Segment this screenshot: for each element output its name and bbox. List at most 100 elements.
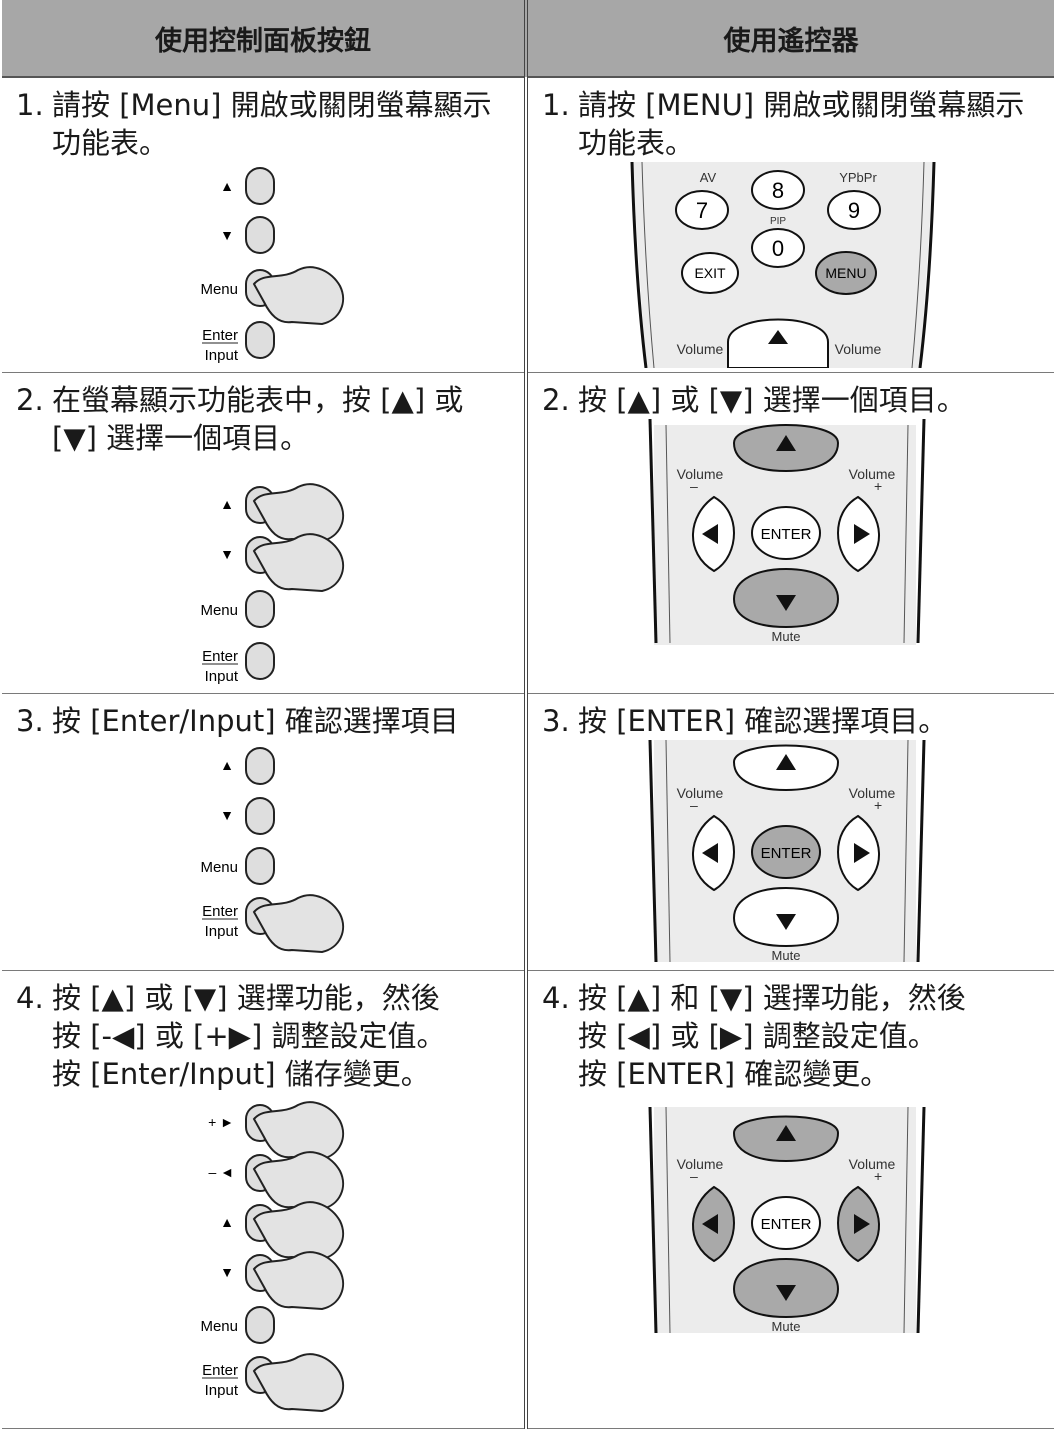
step-text: 按 [ENTER] 確認選擇項目。 (578, 704, 948, 738)
step4-panel-cell: 4. 按 [▲] 或 [▼] 選擇功能，然後 按 [-◀] 或 [+▶] 調整設… (2, 970, 528, 1429)
panel-menu-button[interactable] (245, 847, 275, 885)
right-arrow-icon (854, 1214, 870, 1234)
down-arrow-label: ▼ (220, 546, 234, 562)
hand-pointer-icon (252, 1151, 345, 1211)
enter-button[interactable] (751, 506, 821, 560)
step-number: 2. (542, 383, 570, 417)
volume-plus-label: Volume (849, 466, 896, 482)
volume-plus-label: Volume (849, 785, 896, 801)
enter-button[interactable] (751, 825, 821, 879)
menu-label: MENU (825, 265, 866, 281)
step-line: 按 [Enter/Input] 儲存變更。 (52, 1057, 430, 1091)
step-number: 4. (542, 981, 570, 1015)
enter-button[interactable] (751, 1196, 821, 1250)
panel-enter-input-button[interactable] (245, 642, 275, 680)
down-arrow-icon (776, 914, 796, 930)
step-line: 按 [◀] 或 [▶] 調整設定值。 (578, 1019, 937, 1053)
input-label: Input (205, 923, 239, 940)
minus-sign: – (690, 797, 698, 813)
step-number: 1. (16, 88, 44, 122)
panel-up-button[interactable] (245, 747, 275, 785)
input-label: Input (205, 1382, 239, 1399)
table-row: 4. 按 [▲] 或 [▼] 選擇功能，然後 按 [-◀] 或 [+▶] 調整設… (2, 970, 1054, 1429)
table-row: 3. 按 [Enter/Input] 確認選擇項目 ▲ ▼ Menu Enter… (2, 693, 1054, 971)
step-line: 按 [-◀] 或 [+▶] 調整設定值。 (52, 1019, 446, 1053)
left-arrow-icon (702, 1214, 718, 1234)
step3-panel-instruction: 3. 按 [Enter/Input] 確認選擇項目 (2, 694, 524, 740)
down-arrow-icon (776, 595, 796, 611)
header-remote-control: 使用遙控器 (526, 0, 1054, 78)
step4-remote-instruction: 4. 按 [▲] 和 [▼] 選擇功能，然後 按 [◀] 或 [▶] 調整設定值… (528, 971, 1054, 1093)
plus-sign: + (874, 1168, 882, 1184)
panel-up-button[interactable] (245, 167, 275, 205)
ypbpr-label: YPbPr (839, 170, 877, 185)
up-arrow-icon (768, 330, 788, 344)
volume-minus-label: Volume (677, 466, 724, 482)
step-text: 按 [▲] 或 [▼] 選擇一個項目。 (578, 383, 966, 417)
step1-panel-instruction: 1. 請按 [Menu] 開啟或關閉螢幕顯示功能表。 (2, 78, 524, 162)
step-text: 請按 [Menu] 開啟或關閉螢幕顯示功能表。 (52, 88, 492, 160)
menu-label: Menu (200, 859, 238, 876)
pip-label: PIP (770, 216, 786, 227)
step2-panel-instruction: 2. 在螢幕顯示功能表中，按 [▲] 或 [▼] 選擇一個項目。 (2, 373, 524, 457)
menu-label: Menu (200, 1318, 238, 1335)
step2-panel-cell: 2. 在螢幕顯示功能表中，按 [▲] 或 [▼] 選擇一個項目。 ▲ ▼ Men… (2, 372, 528, 694)
step1-remote-cell: 1. 請按 [MENU] 開啟或關閉螢幕顯示功能表。 AV YPbPr 8 7 (526, 77, 1054, 373)
key-0-label: 0 (772, 236, 784, 261)
minus-sign: – (690, 1168, 698, 1184)
panel-enter-input-button[interactable] (245, 321, 275, 359)
step-line: 按 [ENTER] 確認變更。 (578, 1057, 890, 1091)
enter-label: ENTER (761, 1216, 812, 1233)
hand-pointer-icon (252, 483, 345, 543)
enter-label: Enter (202, 327, 238, 344)
panel-down-button[interactable] (245, 797, 275, 835)
step3-remote-cell: 3. 按 [ENTER] 確認選擇項目。 Volume – Volume + (526, 693, 1054, 971)
volume-plus-label: Volume (849, 1156, 896, 1172)
step3-remote-instruction: 3. 按 [ENTER] 確認選擇項目。 (528, 694, 1054, 740)
key-9-label: 9 (848, 198, 860, 223)
exit-label: EXIT (694, 265, 726, 281)
step1-remote-instruction: 1. 請按 [MENU] 開啟或關閉螢幕顯示功能表。 (528, 78, 1054, 162)
panel-buttons-figure-1: ▲ ▼ Menu Enter Input (2, 162, 524, 364)
volume-minus-label: Volume (677, 1156, 724, 1172)
step1-panel-cell: 1. 請按 [Menu] 開啟或關閉螢幕顯示功能表。 ▲ ▼ Menu Ente… (2, 77, 528, 373)
step4-remote-cell: 4. 按 [▲] 和 [▼] 選擇功能，然後 按 [◀] 或 [▶] 調整設定值… (526, 970, 1054, 1429)
volume-plus-label: Volume (835, 341, 882, 357)
right-arrow-icon (854, 524, 870, 544)
exit-button[interactable] (681, 252, 739, 294)
up-arrow-icon (776, 754, 796, 770)
av-label: AV (700, 170, 717, 185)
minus-sign: – (690, 478, 698, 494)
up-arrow-label: ▲ (220, 178, 234, 194)
key-8-label: 8 (772, 178, 784, 203)
mute-label: Mute (772, 1319, 801, 1334)
key-7-button[interactable] (675, 190, 729, 230)
volume-minus-label: Volume (677, 341, 724, 357)
down-arrow-icon (776, 1285, 796, 1301)
remote-navigation-illustration: Volume – Volume + ENTER Mute (648, 739, 926, 963)
up-arrow-label: ▲ (220, 496, 234, 512)
enter-label: Enter (202, 1362, 238, 1379)
enter-label: Enter (202, 903, 238, 920)
key-8-button[interactable] (751, 170, 805, 210)
step-text: 請按 [MENU] 開啟或關閉螢幕顯示功能表。 (578, 88, 1025, 160)
up-arrow-icon (776, 1125, 796, 1141)
left-arrow-icon (702, 843, 718, 863)
remote-navigation-illustration: Volume – Volume + ENTER Mute (648, 418, 926, 645)
left-arrow-icon (702, 524, 718, 544)
key-9-button[interactable] (827, 190, 881, 230)
remote-illustration-menu: AV YPbPr 8 7 9 PIP 0 EXIT MENU (630, 161, 936, 369)
panel-menu-button[interactable] (245, 590, 275, 628)
volume-minus-label: Volume (677, 785, 724, 801)
panel-down-button[interactable] (245, 216, 275, 254)
key-0-button[interactable] (751, 228, 805, 268)
menu-button[interactable] (815, 251, 877, 295)
step2-remote-instruction: 2. 按 [▲] 或 [▼] 選擇一個項目。 (528, 373, 1054, 419)
plus-sign: + (874, 478, 882, 494)
up-arrow-label: ▲ (220, 1214, 234, 1230)
step-number: 3. (16, 704, 44, 738)
right-arrow-icon (854, 843, 870, 863)
down-arrow-label: ▼ (220, 227, 234, 243)
plus-sign: + (874, 797, 882, 813)
panel-menu-button[interactable] (245, 1306, 275, 1344)
